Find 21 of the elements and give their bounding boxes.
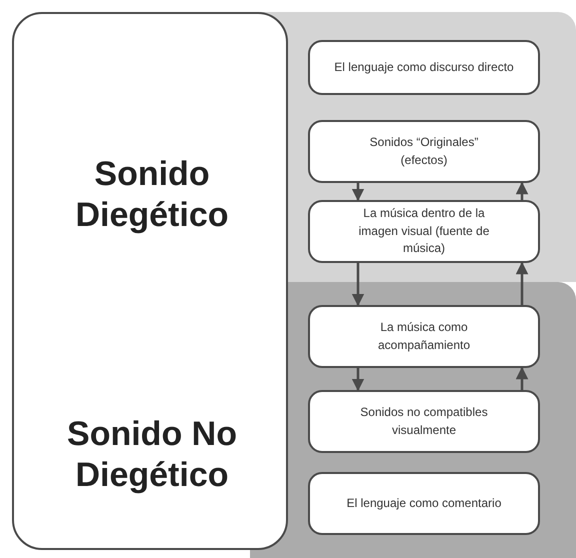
arrow xyxy=(516,262,528,305)
arrow xyxy=(352,263,364,306)
process-box xyxy=(308,305,540,368)
process-box xyxy=(308,390,540,453)
box-text: Sonidos “Originales” (efectos) xyxy=(368,134,480,168)
category-heading: Sonido Diegético xyxy=(74,154,230,236)
box-text: El lenguaje como comentario xyxy=(346,494,502,512)
box-text: Sonidos no compatibles visualmente xyxy=(359,404,489,438)
process-box xyxy=(308,200,540,263)
process-box xyxy=(308,120,540,183)
arrow xyxy=(352,368,364,392)
box-text: La música como acompañamiento xyxy=(376,319,472,354)
box-text: La música dentro de la imagen visual (fuente de música) xyxy=(358,205,490,258)
arrow xyxy=(516,366,528,390)
category-heading: Sonido No Diegético xyxy=(66,414,238,496)
arrow xyxy=(352,183,364,202)
arrow xyxy=(516,182,528,200)
process-box xyxy=(308,472,540,535)
process-box xyxy=(308,40,540,95)
box-text: El lenguaje como discurso directo xyxy=(333,58,515,76)
category-panel xyxy=(12,12,288,550)
